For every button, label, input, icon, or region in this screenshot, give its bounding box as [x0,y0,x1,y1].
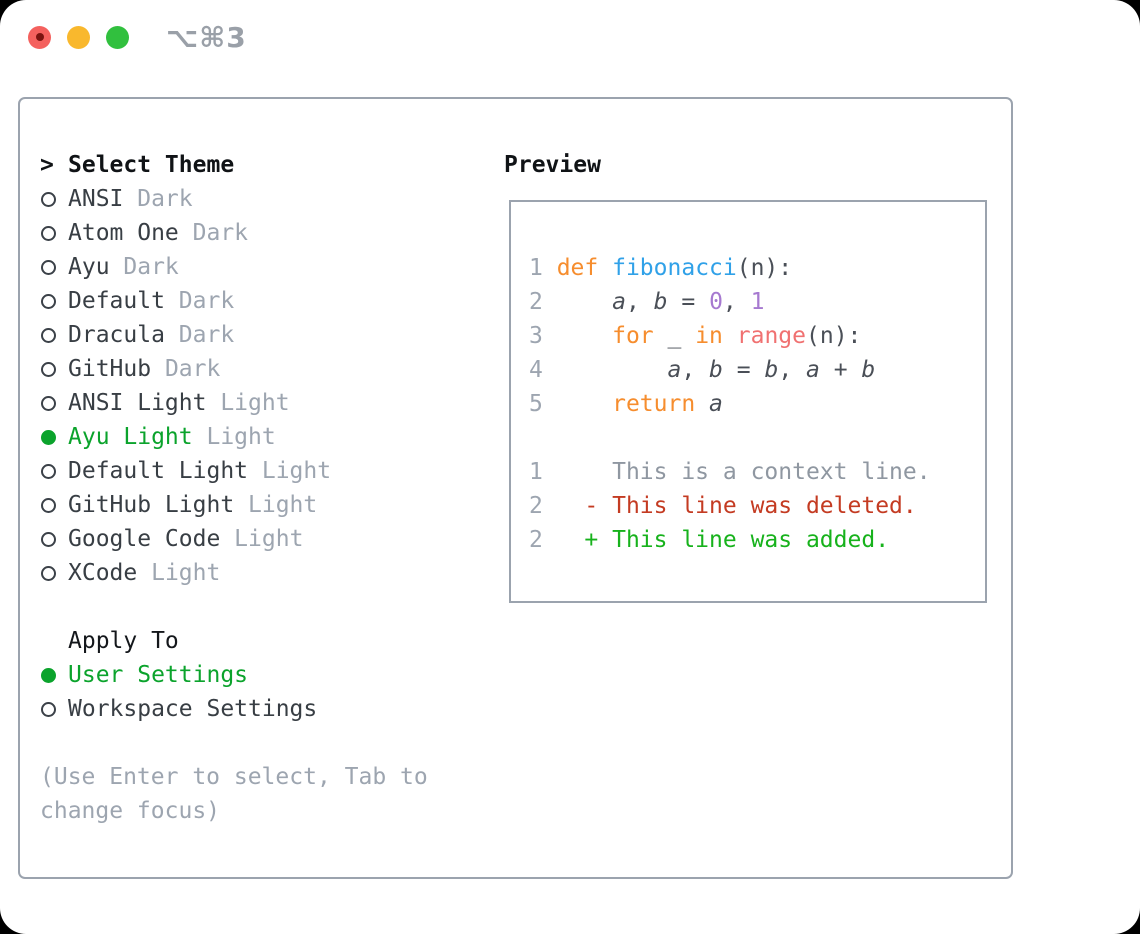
radio-marker [41,191,56,207]
preview-header: Preview [504,148,987,182]
item-label: Workspace Settings [68,696,318,722]
radio-marker-selected [41,667,56,683]
preview-code-line [529,421,985,455]
preview-code-line: 1 This is a context line. [529,459,931,485]
preview-title: Preview [504,152,601,178]
item-variant-label: Light [220,526,304,552]
select-theme-title: Select Theme [68,152,235,178]
radio-marker [41,463,56,479]
theme-item-default[interactable]: Default Dark [40,284,428,318]
preview-code-line: 3 for _ in range(n): [529,323,862,349]
item-variant-label: Dark [123,186,193,212]
close-button[interactable] [28,25,51,49]
focus-caret-icon: > [40,152,54,178]
titlebar: ⌥⌘3 [28,21,247,54]
preview-column: Preview 1 def fibonacci(n): 2 a, b = 0, 1… [504,148,987,603]
select-theme-header: > Select Theme [40,148,428,182]
apply-item-workspace-settings[interactable]: Workspace Settings [40,692,428,726]
theme-item-xcode[interactable]: XCode Light [40,556,428,590]
item-variant-label: Dark [164,288,235,314]
radio-marker [41,565,56,581]
radio-marker [41,531,56,547]
radio-marker [41,701,56,717]
item-label: Google Code [68,526,221,552]
zoom-button[interactable] [106,25,129,49]
radio-marker [41,361,56,377]
apply-item-user-settings[interactable]: User Settings [40,658,428,692]
spacer [40,726,428,760]
item-label: ANSI [68,186,124,212]
item-variant-label: Light [137,560,221,586]
preview-code-line: 2 + This line was added. [529,527,890,553]
item-label: User Settings [68,662,249,688]
apply-to-title: Apply To [68,628,179,654]
item-label: Default [68,288,165,314]
item-variant-label: Light [206,390,290,416]
item-variant-label: Dark [109,254,179,280]
theme-item-google-code[interactable]: Google Code Light [40,522,428,556]
apply-to-header: Apply To [40,624,428,658]
radio-marker [41,293,56,309]
theme-item-ayu-light[interactable]: Ayu Light Light [40,420,428,454]
close-dot-icon [35,33,44,41]
item-label: ANSI Light [68,390,207,416]
apply-to-list: User Settings Workspace Settings [40,658,428,726]
minimize-button[interactable] [67,25,90,49]
theme-picker-panel: > Select Theme ANSI Dark Atom One Dark A… [18,97,1013,879]
theme-list: ANSI Dark Atom One Dark Ayu Dark Default… [40,182,428,590]
radio-marker [41,395,56,411]
item-variant-label: Light [234,492,318,518]
preview-code-line: 5 return a [529,391,723,417]
spacer [40,590,428,624]
item-label: Default Light [68,458,249,484]
radio-marker [41,259,56,275]
theme-item-ayu[interactable]: Ayu Dark [40,250,428,284]
preview-code-line: 4 a, b = b, a + b [529,357,876,383]
item-label: Atom One [68,220,179,246]
radio-marker [41,225,56,241]
item-variant-label: Dark [151,356,221,382]
theme-item-github[interactable]: GitHub Dark [40,352,428,386]
item-label: XCode [68,560,138,586]
item-variant-label: Dark [164,322,235,348]
help-text-line-1: (Use Enter to select, Tab to [40,764,428,790]
item-variant-label: Light [192,424,276,450]
item-label: GitHub [68,356,152,382]
radio-marker [41,497,56,513]
theme-item-dracula[interactable]: Dracula Dark [40,318,428,352]
theme-item-github-light[interactable]: GitHub Light Light [40,488,428,522]
item-label: Ayu [68,254,110,280]
item-label: Ayu Light [68,424,193,450]
item-label: Dracula [68,322,165,348]
item-variant-label: Dark [178,220,249,246]
radio-marker [41,327,56,343]
preview-code-line: 2 a, b = 0, 1 [529,289,765,315]
preview-code-line: 2 - This line was deleted. [529,493,917,519]
help-text-line-2: change focus) [40,798,221,824]
item-label: GitHub Light [68,492,235,518]
theme-item-atom-one[interactable]: Atom One Dark [40,216,428,250]
window-shortcut-label: ⌥⌘3 [166,20,247,54]
theme-selector-column: > Select Theme ANSI Dark Atom One Dark A… [40,148,428,828]
radio-marker-selected [41,429,56,445]
preview-code-line: 1 def fibonacci(n): [529,255,793,281]
theme-item-default-light[interactable]: Default Light Light [40,454,428,488]
item-variant-label: Light [248,458,332,484]
theme-item-ansi[interactable]: ANSI Dark [40,182,428,216]
theme-item-ansi-light[interactable]: ANSI Light Light [40,386,428,420]
preview-box: 1 def fibonacci(n): 2 a, b = 0, 1 3 for _ … [509,200,987,603]
